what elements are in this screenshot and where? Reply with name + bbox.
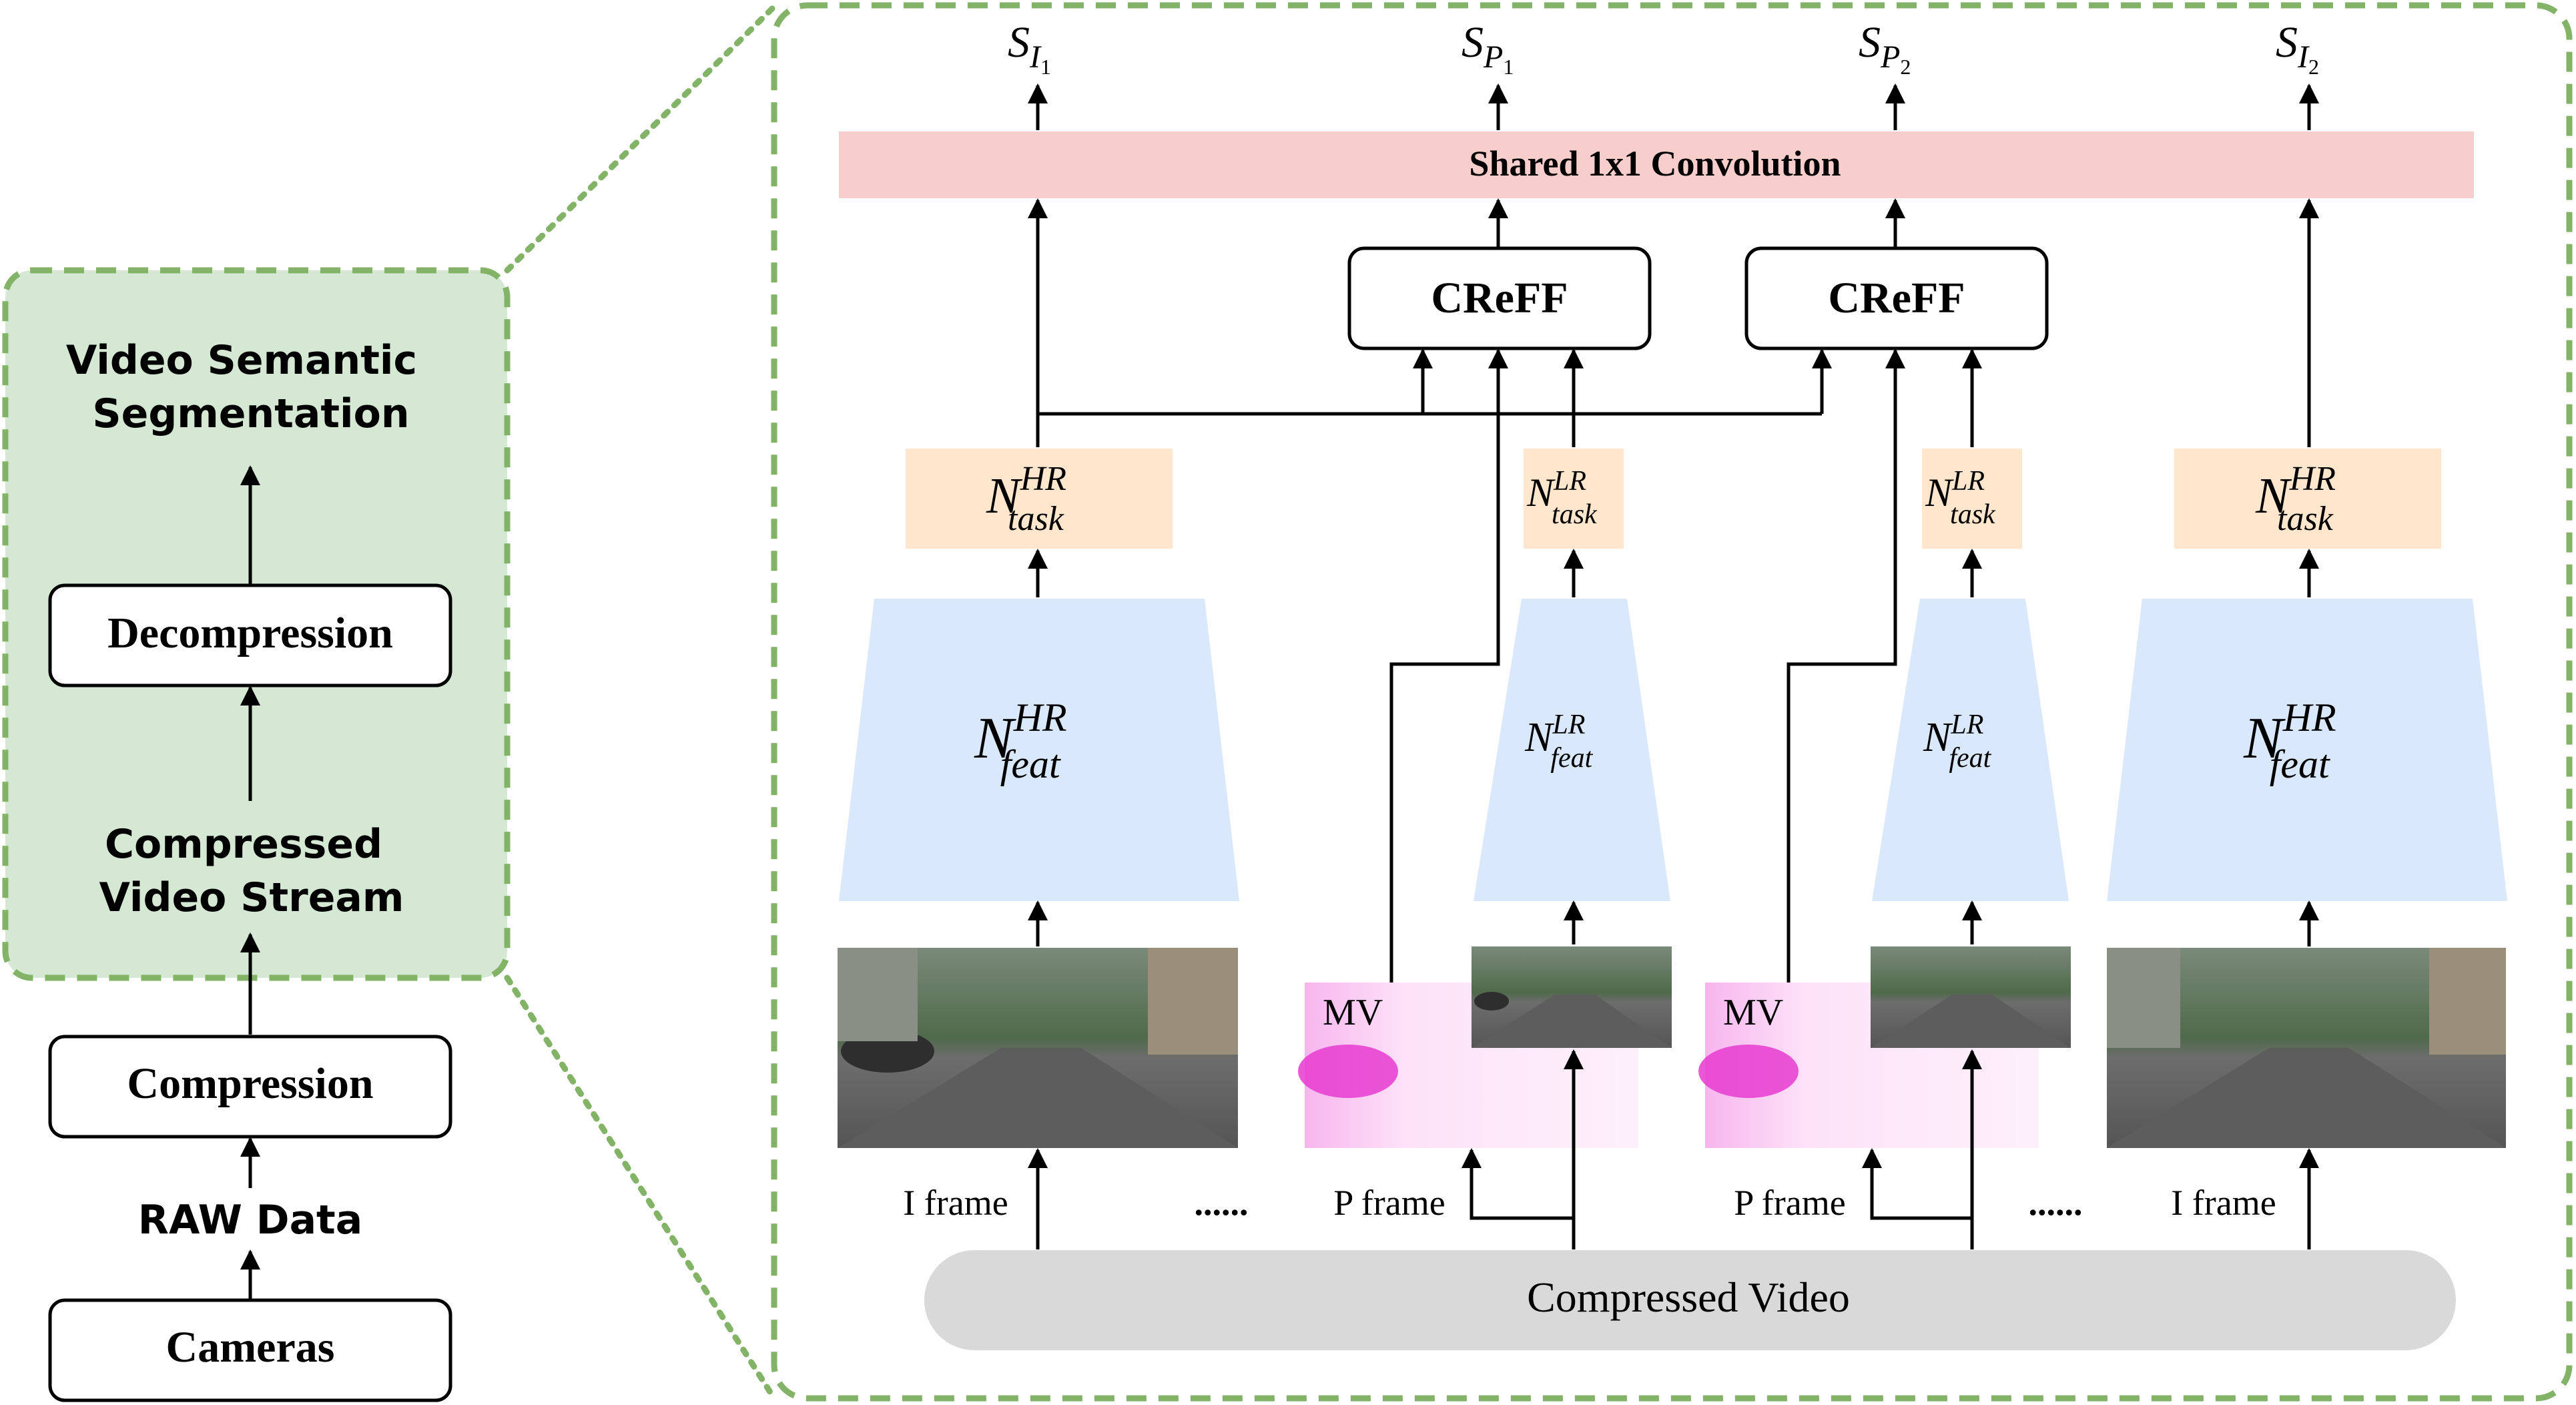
feature-net-hr-1 <box>839 599 1239 901</box>
compressed-video-pill <box>924 1250 2456 1350</box>
svg-text:SI2: SI2 <box>2276 18 2319 79</box>
ellipsis-1: ...... <box>1195 1183 1249 1223</box>
mv-label-2: MV <box>1723 992 1783 1033</box>
frame-label-2: P frame <box>1333 1183 1445 1223</box>
zoom-connector-bottom <box>504 974 777 1402</box>
p-frame-image-1 <box>1472 946 1672 1048</box>
frame-label-4: I frame <box>2171 1183 2276 1223</box>
cameras-box <box>48 1298 452 1402</box>
cameras-label: Cameras <box>166 1323 335 1372</box>
raw-data-label: RAW Data <box>138 1197 362 1243</box>
video-semantic-segmentation-line1: Video Semantic <box>66 337 417 384</box>
shared-conv-bar <box>839 131 2474 198</box>
frame-label-3: P frame <box>1734 1183 1845 1223</box>
compressed-video-label: Compressed Video <box>1527 1274 1850 1321</box>
svg-text:SI1: SI1 <box>1008 18 1051 79</box>
decompression-label: Decompression <box>107 609 393 657</box>
creff-label-1: CReFF <box>1431 274 1568 322</box>
output-S-I1: SI1 <box>1008 18 1051 79</box>
i-frame-image-2 <box>2107 948 2506 1148</box>
output-S-P1: SP1 <box>1462 18 1514 79</box>
creff-label-2: CReFF <box>1828 274 1965 322</box>
arrow-video-to-p1-label <box>1462 1148 1574 1220</box>
compressed-video-stream-line1: Compressed <box>105 821 382 868</box>
compressed-video-stream-line2: Video Stream <box>99 874 404 921</box>
output-S-I2: SI2 <box>2276 18 2319 79</box>
feature-net-hr-2 <box>2107 599 2507 901</box>
left-panel: Video Semantic Segmentation Decompressio… <box>2 3 777 1402</box>
mv-path-1 <box>1389 348 1508 985</box>
svg-text:SP1: SP1 <box>1462 18 1514 79</box>
output-S-P2: SP2 <box>1859 18 1911 79</box>
mv-label-1: MV <box>1323 992 1383 1033</box>
svg-text:SP2: SP2 <box>1859 18 1911 79</box>
shared-conv-label: Shared 1x1 Convolution <box>1469 144 1841 184</box>
task-head-lr-1 <box>1524 449 1624 549</box>
zoom-connector-top <box>504 3 777 274</box>
task-head-hr-1 <box>906 449 1173 549</box>
feature-net-lr-1 <box>1474 599 1670 901</box>
p-frame-image-2 <box>1871 946 2071 1048</box>
feature-net-lr-2 <box>1872 599 2069 901</box>
i-frame-image-1 <box>838 948 1238 1148</box>
arrow-video-to-p2-label <box>1862 1148 1972 1220</box>
mv-path-2 <box>1787 348 1905 985</box>
compression-label: Compression <box>127 1059 373 1108</box>
video-semantic-segmentation-line2: Segmentation <box>92 390 409 437</box>
frame-label-1: I frame <box>903 1183 1008 1223</box>
ellipsis-2: ...... <box>2029 1183 2083 1223</box>
task-head-hr-2 <box>2174 449 2441 549</box>
right-panel: SI1 SP1 SP2 SI2 Shared 1x1 Convolution N… <box>771 2 2573 1402</box>
task-head-lr-2 <box>1922 449 2022 549</box>
